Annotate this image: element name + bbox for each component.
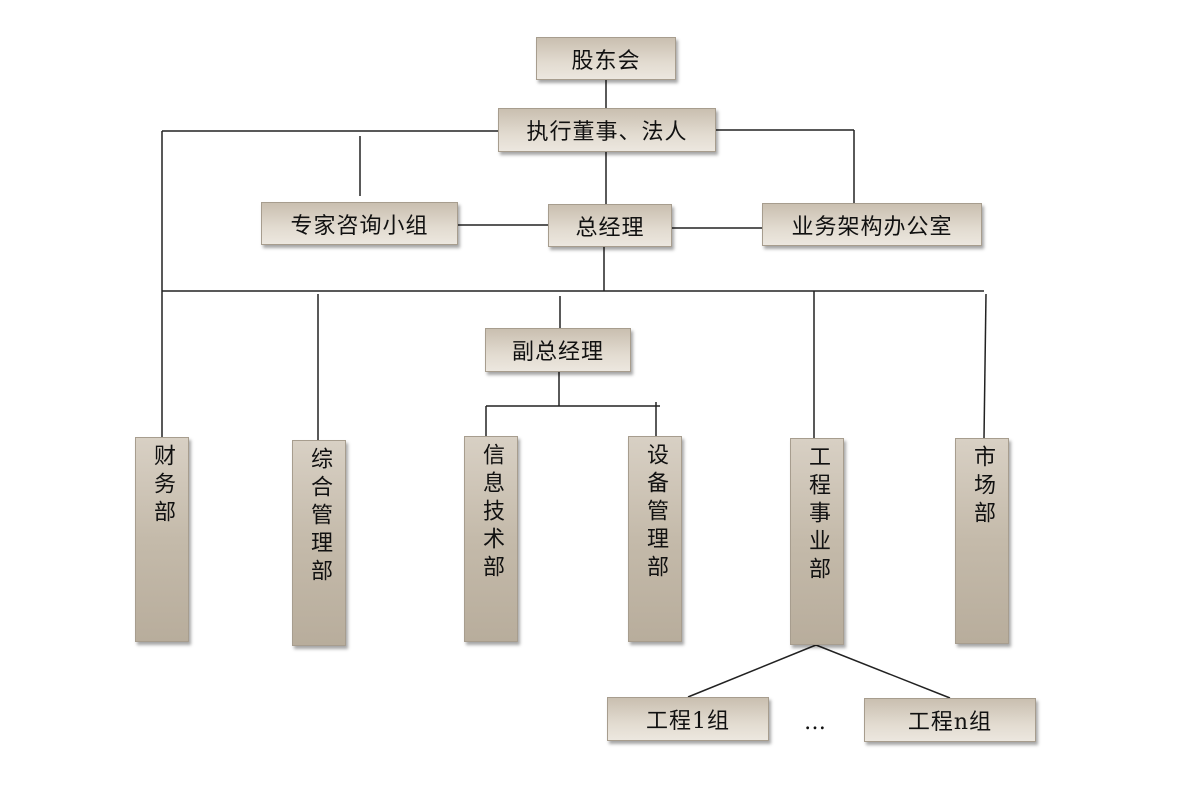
ellipsis-text: … bbox=[804, 710, 826, 735]
node-label: 设备管理部 bbox=[643, 443, 668, 583]
node-eng-group-n: 工程n组 bbox=[864, 698, 1036, 742]
node-label: 专家咨询小组 bbox=[290, 213, 429, 239]
node-general-admin: 综合管理部 bbox=[292, 440, 346, 646]
node-market: 市场部 bbox=[955, 438, 1009, 644]
node-label: 总经理 bbox=[575, 215, 645, 241]
node-general-manager: 总经理 bbox=[548, 204, 672, 247]
node-business-office: 业务架构办公室 bbox=[762, 203, 982, 246]
node-executive-director: 执行董事、法人 bbox=[498, 108, 716, 152]
node-label: 市场部 bbox=[970, 445, 995, 529]
node-info-tech: 信息技术部 bbox=[464, 436, 518, 642]
node-eng-group-1: 工程1组 bbox=[607, 697, 769, 741]
node-label: 工程n组 bbox=[907, 710, 993, 735]
node-label: 业务架构办公室 bbox=[791, 214, 953, 240]
node-deputy-gm: 副总经理 bbox=[485, 328, 631, 372]
node-label: 信息技术部 bbox=[479, 443, 504, 583]
node-label: 副总经理 bbox=[511, 340, 604, 365]
node-equipment: 设备管理部 bbox=[628, 436, 682, 642]
node-expert-group: 专家咨询小组 bbox=[261, 202, 458, 245]
node-engineering: 工程事业部 bbox=[790, 438, 844, 645]
node-label: 股东会 bbox=[571, 48, 641, 74]
node-label: 工程事业部 bbox=[805, 445, 830, 585]
node-label: 执行董事、法人 bbox=[526, 120, 688, 145]
node-label: 财务部 bbox=[150, 444, 175, 528]
node-finance: 财务部 bbox=[135, 437, 189, 642]
node-label: 工程1组 bbox=[646, 709, 730, 734]
node-label: 综合管理部 bbox=[307, 447, 332, 587]
node-shareholders: 股东会 bbox=[536, 37, 676, 80]
